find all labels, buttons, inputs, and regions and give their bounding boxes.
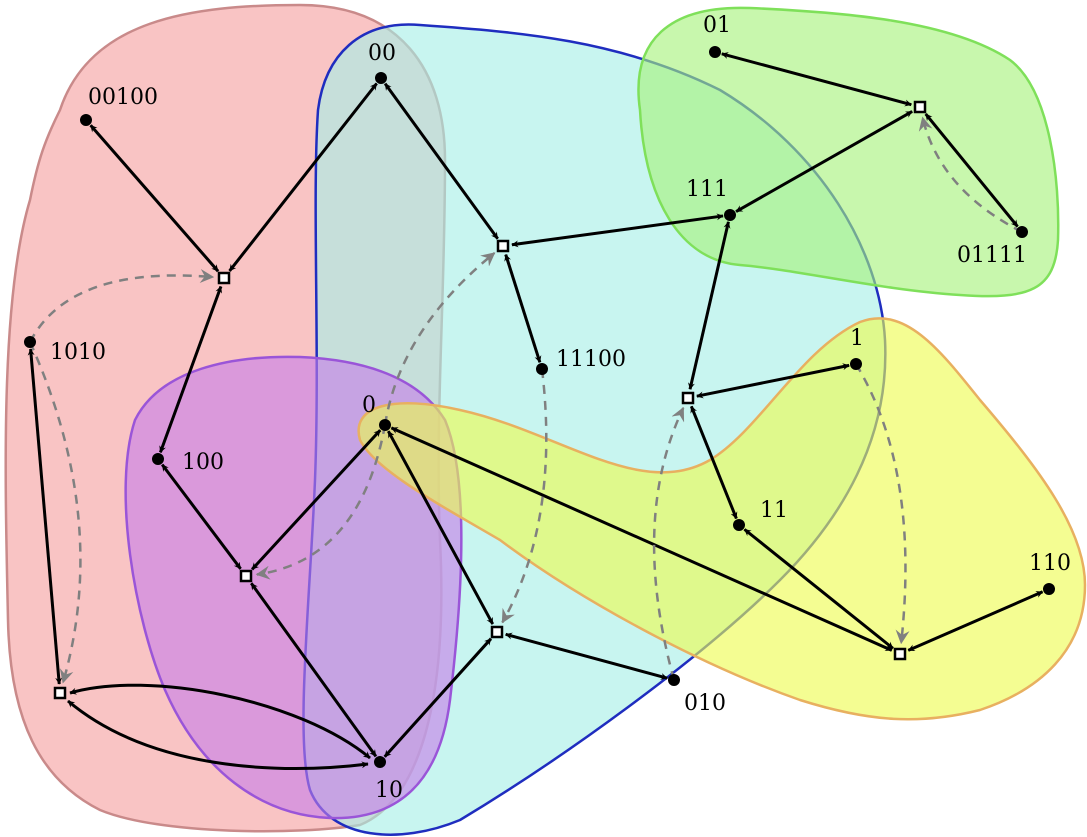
edge-dashed-n1010-h_red_top <box>28 269 215 343</box>
edge-solid-n111-h_mid_top <box>511 213 724 248</box>
edge-solid-n1-h_mid_right <box>696 363 850 399</box>
node-n10 <box>374 756 386 768</box>
edge-dashed-n1010-h_red_bottom <box>28 341 82 684</box>
node-n1010 <box>24 336 36 348</box>
hub-h_green <box>913 100 927 114</box>
node-n00100 <box>80 114 92 126</box>
node-n010 <box>668 674 680 686</box>
edge-solid-n01-h_green <box>721 52 912 107</box>
node-n11100 <box>536 363 548 375</box>
node-n01 <box>709 46 721 58</box>
node-label-n100: 100 <box>182 450 224 475</box>
node-label-n10: 10 <box>375 778 403 803</box>
hub-h_mid_top <box>496 239 510 253</box>
hub-h_yellow <box>893 647 907 661</box>
node-n11 <box>733 519 745 531</box>
node-n110 <box>1043 583 1055 595</box>
node-n01111 <box>1016 226 1028 238</box>
edge-dashed-n0-h_purple <box>255 424 387 580</box>
edge-solid-n10-h_bottom_mid <box>383 637 493 758</box>
edge-dashed-n01111-h_green <box>918 116 1023 234</box>
edge-dashed-n0-h_mid_top <box>383 251 496 426</box>
edge-solid-n00-h_red_top <box>228 82 378 272</box>
edge-solid-n00100-h_red_top <box>89 124 220 273</box>
edge-solid-n100-h_purple <box>161 463 242 570</box>
hub-h_purple <box>239 569 253 583</box>
edge-solid-n110-h_yellow <box>907 590 1044 652</box>
hub-h_bottom_mid <box>490 625 504 639</box>
edge-solid-n00-h_mid_top <box>383 82 499 240</box>
hub-h_red_top <box>217 271 231 285</box>
hub-h_red_bottom <box>53 686 67 700</box>
node-label-n110: 110 <box>1029 551 1071 576</box>
node-label-n01111: 01111 <box>957 243 1027 268</box>
edge-solid-n1010-h_red_bottom <box>27 348 63 685</box>
node-label-n0: 0 <box>362 393 376 418</box>
edge-solid-n11100-h_mid_top <box>504 254 542 363</box>
edge-dashed-n010-h_mid_right <box>652 406 685 681</box>
node-label-n010: 010 <box>684 691 726 716</box>
node-n1 <box>850 358 862 370</box>
edge-solid-n01111-h_green <box>924 113 1019 228</box>
edge-solid-n111-h_green <box>735 110 913 213</box>
edge-solid-n10-h_red_bottom <box>69 683 371 760</box>
edge-solid-n100-h_red_top <box>158 285 223 453</box>
node-label-n1010: 1010 <box>50 340 106 365</box>
node-label-n111: 111 <box>686 177 728 202</box>
node-label-n11: 11 <box>760 498 788 523</box>
edge-solid-n111-h_mid_right <box>688 221 731 390</box>
node-n00 <box>375 72 387 84</box>
node-label-n00100: 00100 <box>88 85 158 110</box>
edges-layer <box>27 52 1044 770</box>
node-n111 <box>724 209 736 221</box>
edge-dashed-n1-h_yellow <box>854 363 910 645</box>
edge-solid-n0-h_purple <box>250 429 382 571</box>
hub-h_mid_right <box>681 391 695 405</box>
node-label-n01: 01 <box>703 13 731 38</box>
node-label-n00: 00 <box>368 41 396 66</box>
node-n0 <box>379 419 391 431</box>
edge-solid-n11-h_yellow <box>743 528 894 650</box>
node-label-n11100: 11100 <box>556 347 626 372</box>
node-label-n1: 1 <box>850 326 864 351</box>
edge-dashed-n11100-h_bottom_mid <box>501 368 548 624</box>
node-n100 <box>152 453 164 465</box>
